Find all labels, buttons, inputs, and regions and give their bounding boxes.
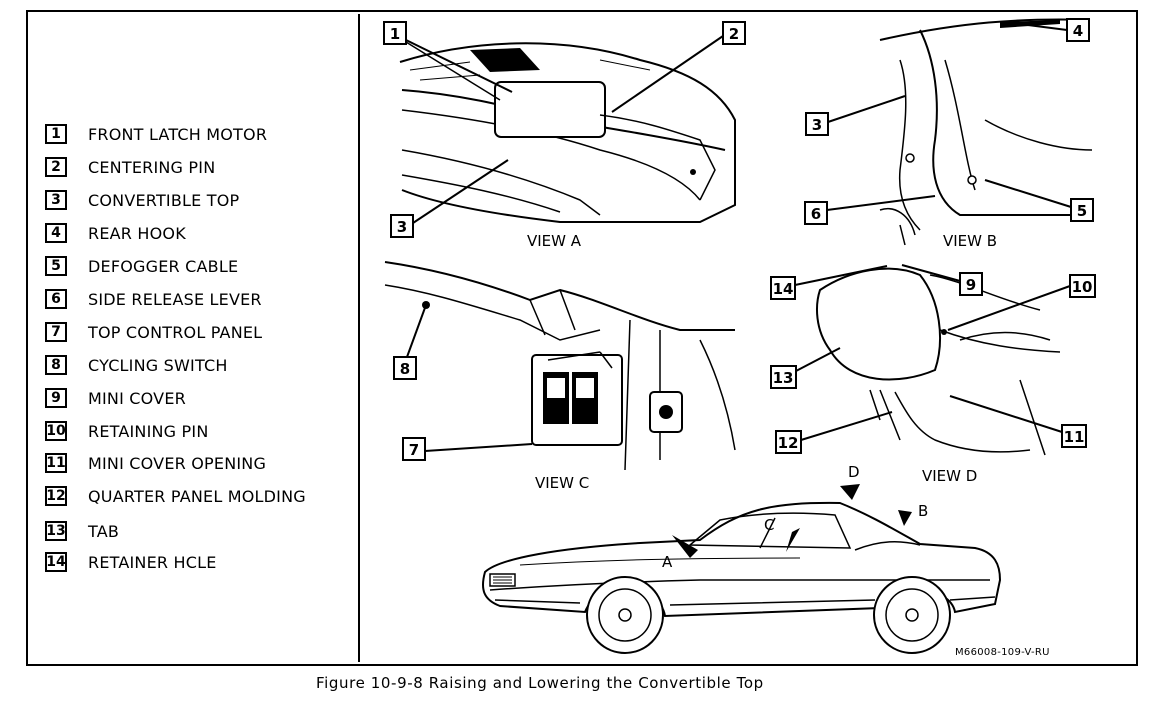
callout-number: 4 [1073,22,1083,40]
view-c-label: VIEW C [535,474,589,492]
callout-number: 2 [729,25,739,43]
legend-item: 14 RETAINER HCLE [45,550,217,574]
legend-number: 1 [45,124,67,144]
legend-item: 5 DEFOGGER CABLE [45,254,238,278]
legend-number: 14 [45,552,67,572]
marker-a: A [662,553,673,571]
view-d-label: VIEW D [922,467,977,485]
callout-box [770,276,796,300]
legend-item: 2 CENTERING PIN [45,155,215,179]
arrow-c-icon [786,528,800,552]
view-a-illustration [399,42,736,223]
callout-box [1070,198,1094,222]
callout-number: 3 [397,218,407,236]
legend-number: 7 [45,322,67,342]
legend-number: 13 [45,521,67,541]
callout-box [775,430,802,454]
legend-label: SIDE RELEASE LEVER [88,289,262,309]
view-b-label: VIEW B [943,232,997,250]
callout-number: 5 [1077,202,1087,220]
callout-box [393,356,417,380]
callout-box [805,112,829,136]
figure-caption: Figure 10-9-8 Raising and Lowering the C… [316,674,764,692]
callout-number: 3 [812,116,822,134]
legend-item: 7 TOP CONTROL PANEL [45,320,262,344]
view-b-illustration [879,18,1093,246]
view-c-illustration [384,261,736,471]
callout-number: 12 [778,434,799,452]
legend-number: 12 [45,486,67,506]
marker-c: C [764,516,774,534]
view-d-callouts: 14 9 10 13 12 11 VIEW D [770,264,1096,485]
callout-box [402,437,426,461]
marker-b: B [918,502,928,520]
legend-label: RETAINER HCLE [88,552,217,572]
legend-label: CYCLING SWITCH [88,355,228,375]
legend-item: 11 MINI COVER OPENING [45,451,266,475]
legend-label: MINI COVER OPENING [88,453,267,473]
legend-item: 6 SIDE RELEASE LEVER [45,287,262,311]
callout-box [1061,424,1087,448]
callout-box [804,201,828,225]
callout-number: 13 [773,369,794,387]
callout-number: 11 [1064,428,1085,446]
legend-label: CENTERING PIN [88,157,216,177]
legend-item: 10 RETAINING PIN [45,419,209,443]
legend-item: 13 TAB [45,519,119,543]
callout-number: 8 [400,360,410,378]
legend-divider [358,14,360,662]
view-a-label: VIEW A [527,232,582,250]
callout-box [722,21,746,45]
legend-label: REAR HOOK [88,223,186,243]
callout-box [383,21,407,45]
callout-box [390,214,414,238]
legend-number: 9 [45,388,67,408]
legend-item: 3 CONVERTIBLE TOP [45,188,239,212]
legend-label: QUARTER PANEL MOLDING [88,486,306,506]
callout-number: 10 [1072,278,1093,296]
legend-item: 9 MINI COVER [45,386,186,410]
legend-label: FRONT LATCH MOTOR [88,124,268,144]
figure-frame [26,10,1138,666]
legend-label: TAB [88,521,120,541]
callout-box [959,272,983,296]
legend-item: 1 FRONT LATCH MOTOR [45,122,267,146]
legend-label: RETAINING PIN [88,421,209,441]
callout-number: 9 [966,276,976,294]
legend-item: 12 QUARTER PANEL MOLDING [45,484,306,508]
legend-number: 10 [45,421,67,441]
figure-code: M66008-109-V-RU [955,647,1050,658]
callout-number: 7 [409,441,419,459]
arrow-d-icon [840,484,860,500]
arrow-b-icon [898,510,912,526]
view-c-callouts: 8 7 VIEW C [393,304,589,492]
legend-label: CONVERTIBLE TOP [88,190,240,210]
callout-number: 14 [773,280,794,298]
legend-number: 3 [45,190,67,210]
view-a-callouts: 1 2 3 VIEW A [383,21,746,250]
legend-number: 4 [45,223,67,243]
legend-item: 8 CYCLING SWITCH [45,353,228,377]
view-b-callouts: 4 3 6 5 VIEW B [804,18,1094,250]
legend-number: 6 [45,289,67,309]
legend-number: 8 [45,355,67,375]
convertible-car-illustration: A B C D [481,463,1002,654]
arrow-a-icon [672,535,698,558]
callout-number: 1 [390,25,400,43]
legend-label: DEFOGGER CABLE [88,256,239,276]
view-d-illustration [816,267,1061,456]
legend-item: 4 REAR HOOK [45,221,186,245]
legend-number: 11 [45,453,67,473]
callout-box [770,365,797,389]
marker-d: D [848,463,860,481]
legend-number: 2 [45,157,67,177]
legend-number: 5 [45,256,67,276]
callout-number: 6 [811,205,821,223]
legend-label: TOP CONTROL PANEL [88,322,263,342]
legend-label: MINI COVER [88,388,186,408]
